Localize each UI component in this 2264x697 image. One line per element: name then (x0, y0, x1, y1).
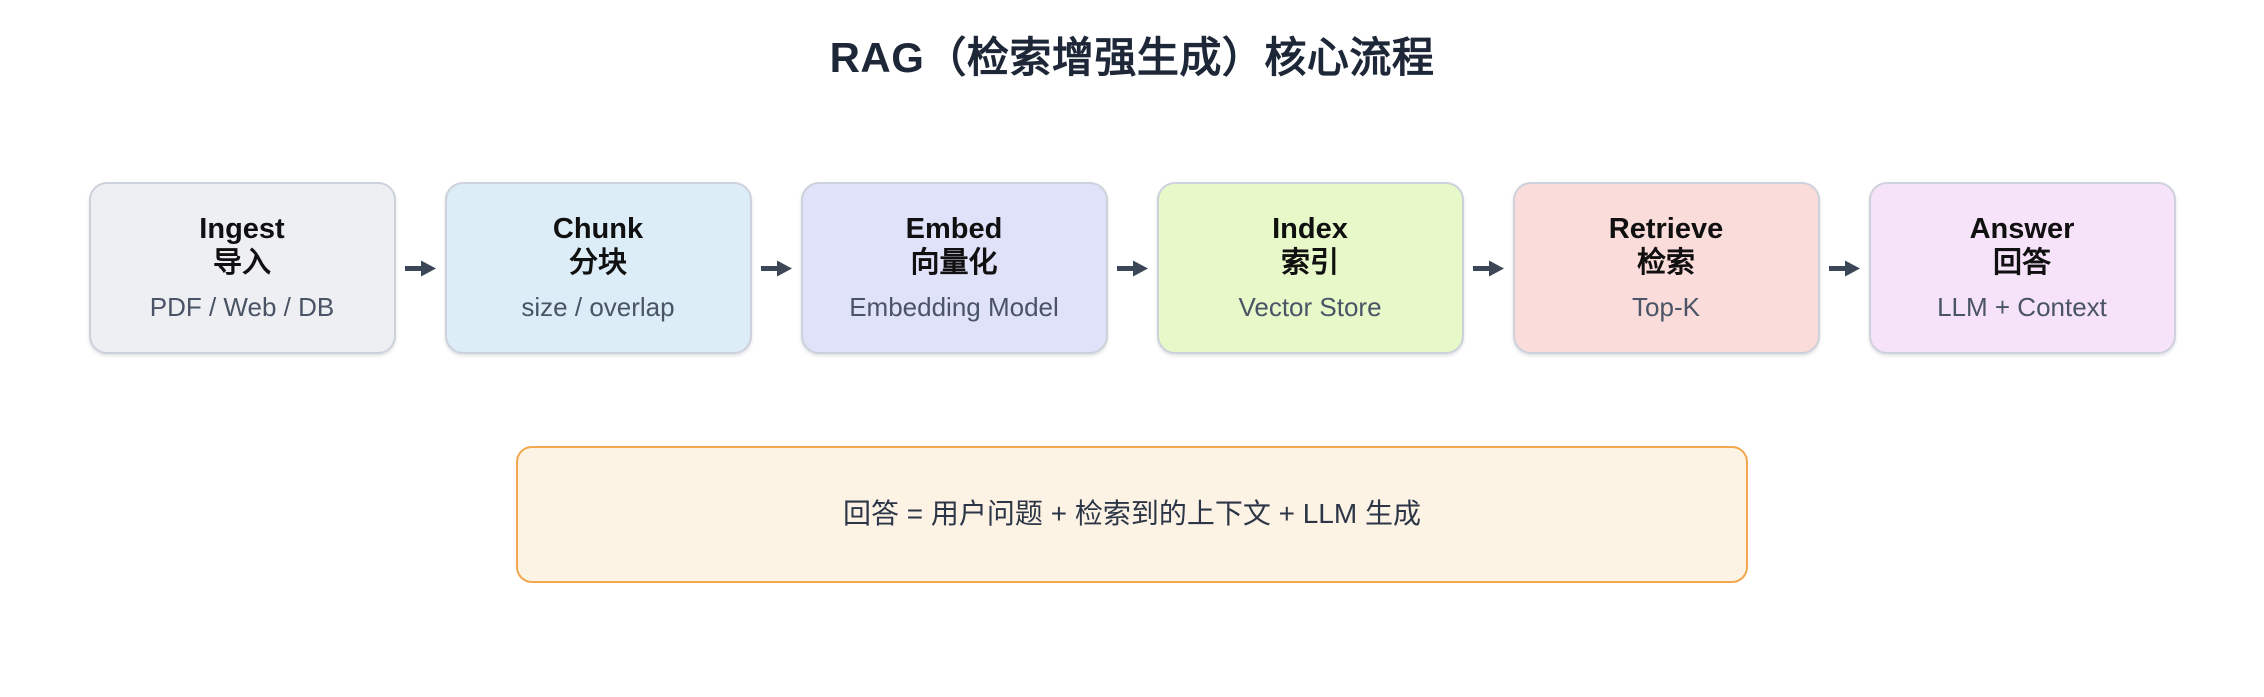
step-title-en: Retrieve (1608, 213, 1724, 246)
step-subtitle: size / overlap (521, 291, 675, 322)
step-title-en: Chunk (552, 213, 644, 246)
flow-step-answer: Answer 回答 LLM + Context (1868, 182, 2176, 354)
step-subtitle: Top-K (1632, 291, 1700, 322)
step-subtitle: LLM + Context (1937, 291, 2107, 322)
step-title-zh: 向量化 (910, 246, 998, 279)
step-subtitle: Embedding Model (849, 291, 1059, 322)
step-title-zh: 检索 (1636, 246, 1695, 279)
note-text: 回答 = 用户问题 + 检索到的上下文 + LLM 生成 (843, 498, 1421, 530)
arrow-right-icon (404, 260, 436, 276)
flow-step-index: Index 索引 Vector Store (1156, 182, 1464, 354)
note-box: 回答 = 用户问题 + 检索到的上下文 + LLM 生成 (516, 446, 1748, 583)
flow-step-embed: Embed 向量化 Embedding Model (800, 182, 1108, 354)
flow-arrow (752, 182, 801, 354)
page-title: RAG（检索增强生成）核心流程 (829, 34, 1435, 81)
flow-step-ingest: Ingest 导入 PDF / Web / DB (88, 182, 396, 354)
flow-arrow (1108, 182, 1157, 354)
arrow-right-icon (1472, 260, 1504, 276)
step-title-en: Ingest (199, 213, 285, 246)
step-title-zh: 索引 (1280, 246, 1339, 279)
flow-arrow (396, 182, 445, 354)
arrow-right-icon (760, 260, 792, 276)
flow-arrow (1820, 182, 1869, 354)
step-subtitle: Vector Store (1238, 291, 1382, 322)
flow-arrow (1464, 182, 1513, 354)
arrow-right-icon (1828, 260, 1860, 276)
step-title-en: Embed (905, 213, 1003, 246)
flow-step-retrieve: Retrieve 检索 Top-K (1512, 182, 1820, 354)
step-subtitle: PDF / Web / DB (149, 291, 335, 322)
arrow-right-icon (1116, 260, 1148, 276)
flow-step-chunk: Chunk 分块 size / overlap (444, 182, 752, 354)
step-title-zh: 分块 (568, 246, 627, 279)
flow-row: Ingest 导入 PDF / Web / DB Chunk 分块 size /… (0, 182, 2264, 354)
step-title-zh: 回答 (1992, 246, 2051, 279)
step-title-zh: 导入 (212, 246, 271, 279)
step-title-en: Answer (1969, 213, 2075, 246)
step-title-en: Index (1272, 213, 1348, 246)
